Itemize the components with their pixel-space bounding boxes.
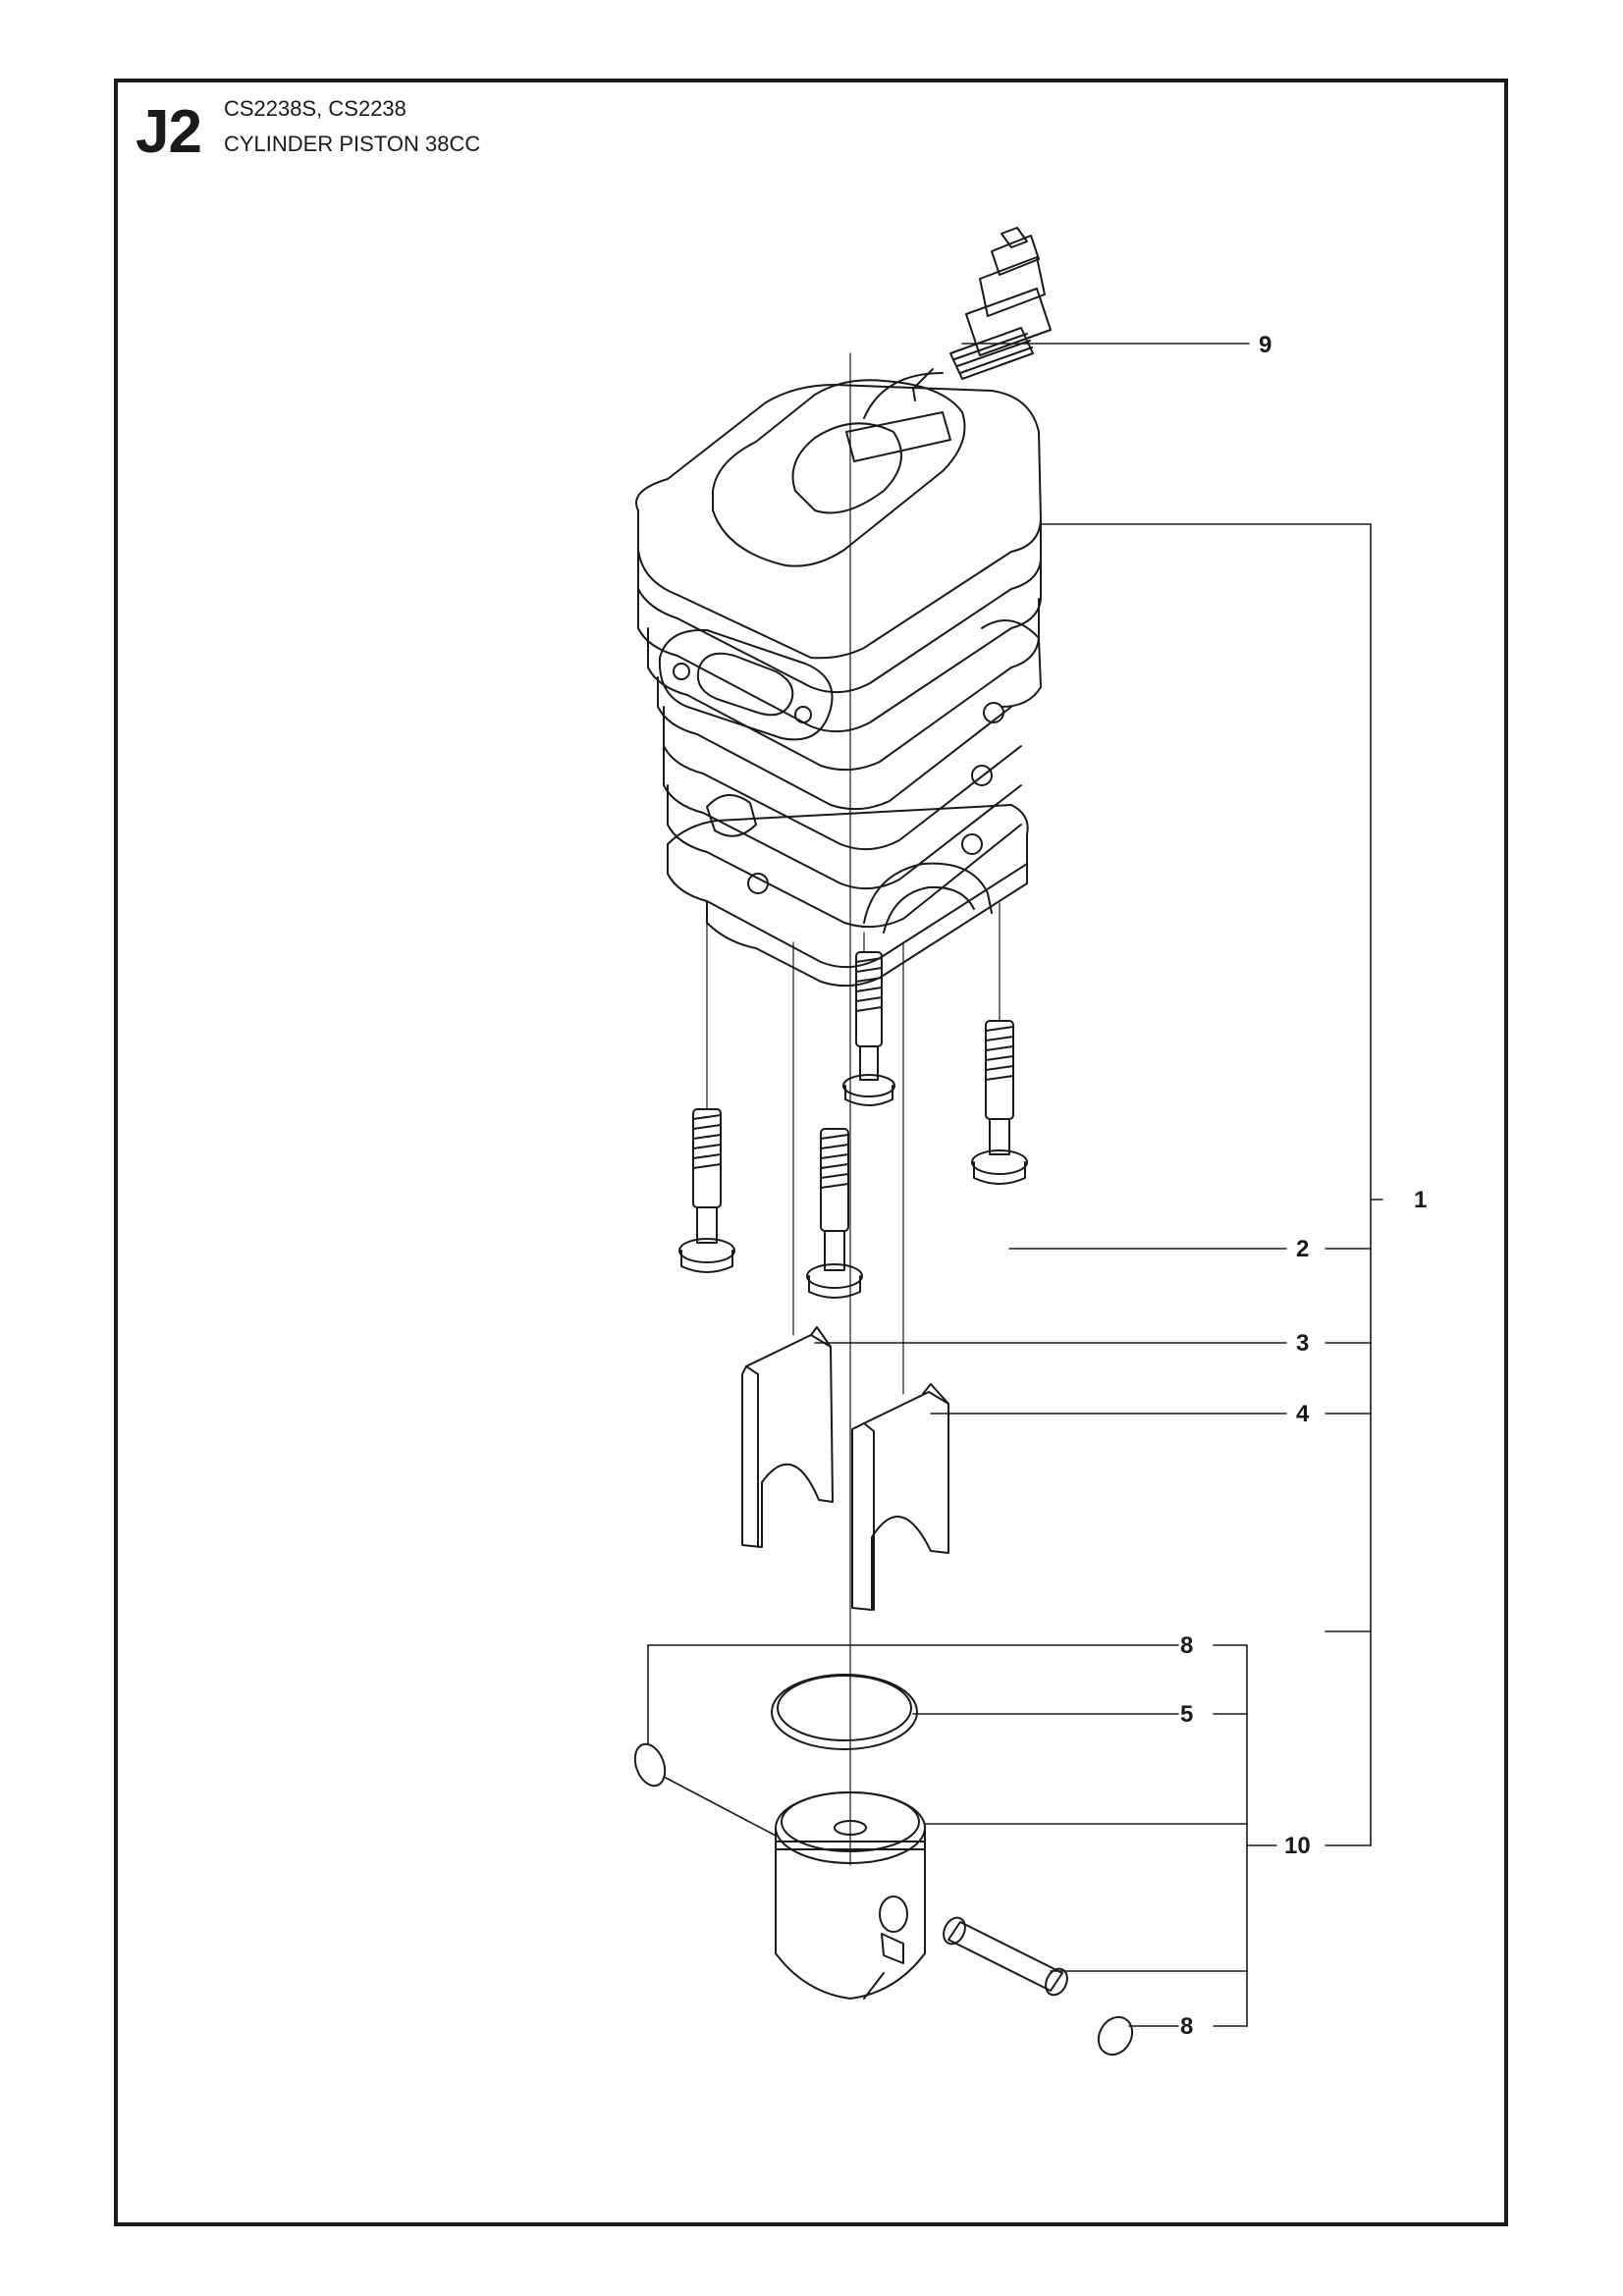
callout-10: 10 — [1284, 1833, 1311, 1859]
page-frame — [114, 79, 1508, 2226]
diagram-title: CYLINDER PISTON 38CC — [224, 132, 481, 156]
callout-8-bottom: 8 — [1180, 2013, 1193, 2040]
callout-3: 3 — [1296, 1330, 1309, 1357]
cylinder-bolts-drawing — [678, 951, 1028, 1299]
spark-plug-drawing — [912, 227, 1052, 401]
cylinder-drawing — [635, 372, 1042, 988]
callout-5: 5 — [1180, 1701, 1193, 1728]
circlip-top-drawing — [633, 1742, 667, 1788]
piston-pin-drawing — [943, 1916, 1068, 1997]
callout-2: 2 — [1296, 1236, 1309, 1262]
callout-1: 1 — [1414, 1187, 1427, 1213]
piston-drawing — [775, 1791, 926, 2000]
model-numbers: CS2238S, CS2238 — [224, 96, 406, 121]
section-code: J2 — [135, 98, 202, 166]
circlip-bottom-drawing — [1097, 2015, 1134, 2056]
leader-lines — [647, 343, 1383, 2027]
callout-9: 9 — [1259, 332, 1271, 358]
piston-ring-drawing — [771, 1674, 918, 1750]
gaskets-drawing — [741, 1326, 949, 1611]
callout-8-top: 8 — [1180, 1632, 1193, 1659]
callout-4: 4 — [1296, 1401, 1310, 1427]
